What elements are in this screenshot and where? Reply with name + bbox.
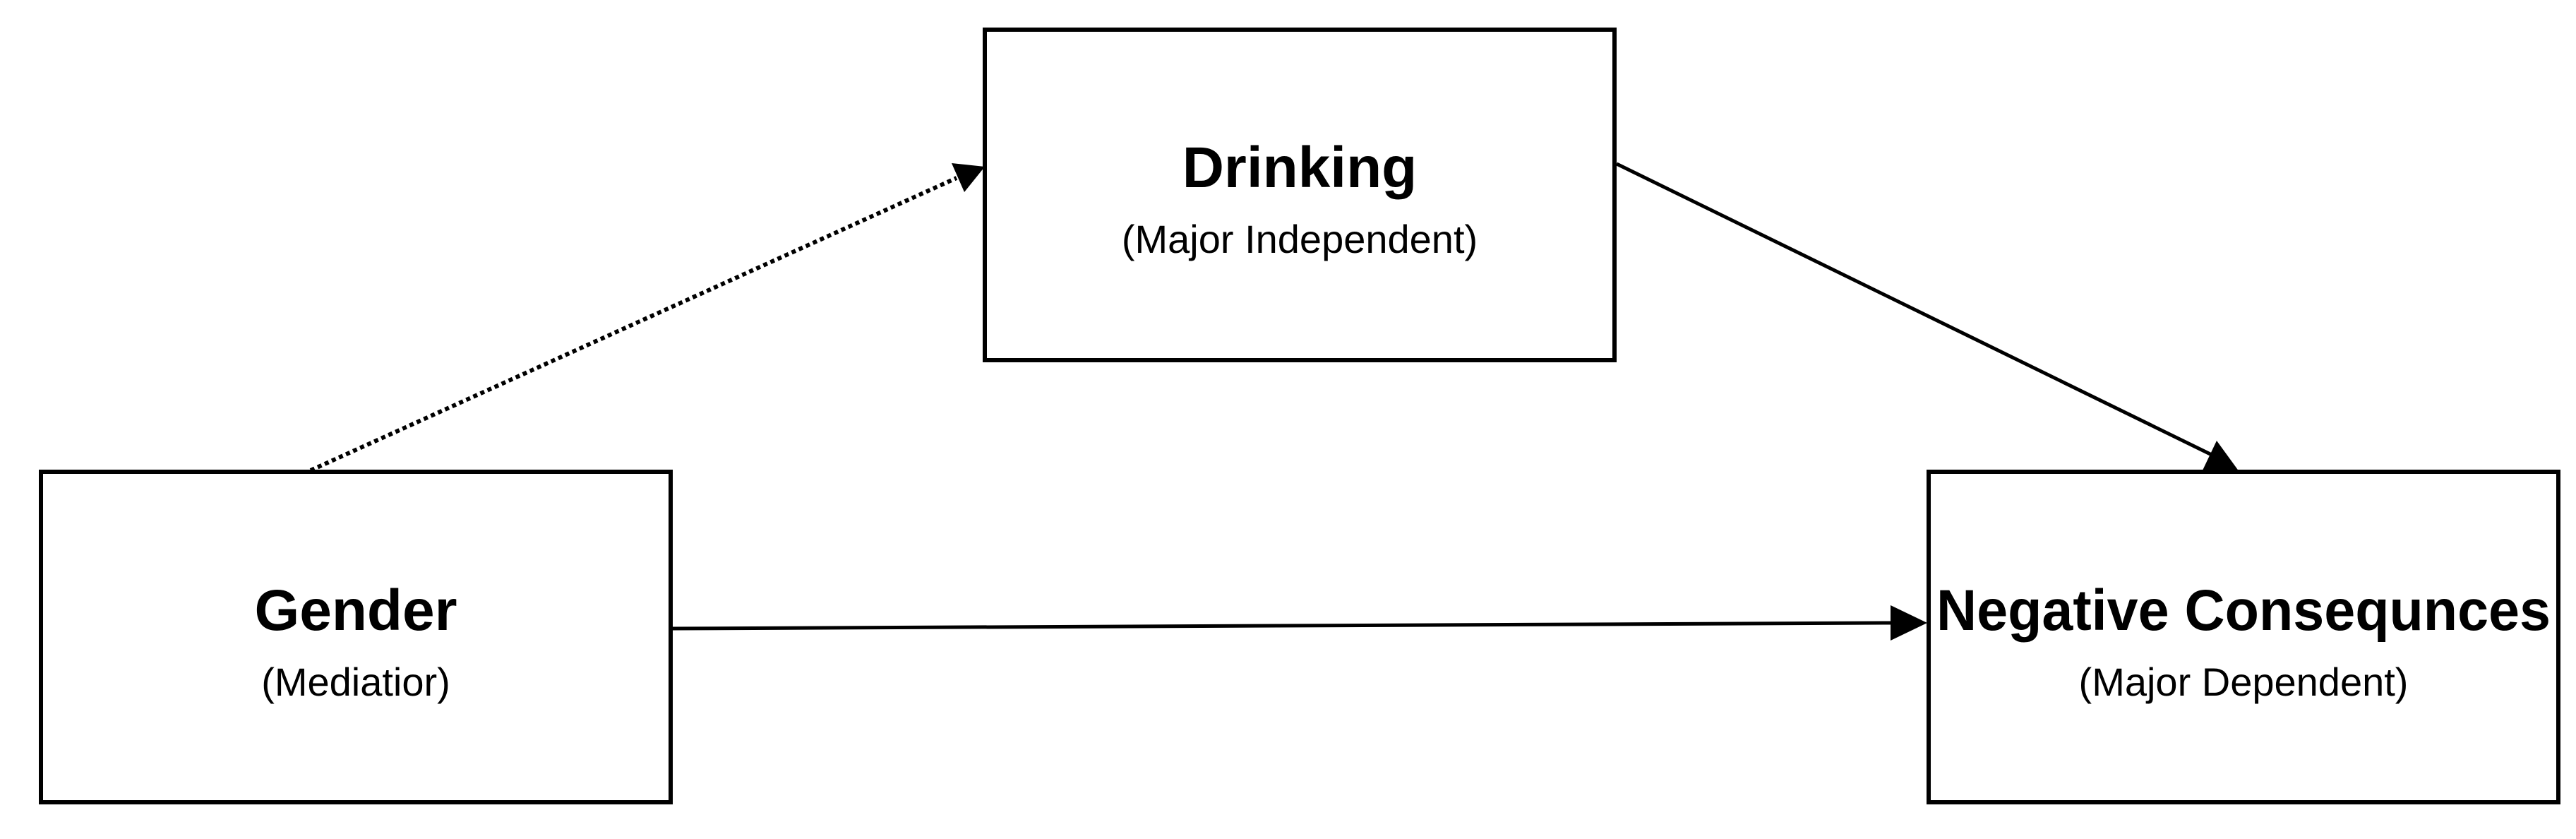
node-gender-box — [39, 470, 673, 804]
node-drinking-box — [983, 28, 1617, 362]
edge-drinking-to-negative-consequences — [1615, 162, 2215, 458]
node-drinking-title: Drinking — [1182, 136, 1418, 200]
arrowhead-gender-to-drinking — [952, 163, 985, 192]
node-negative-consequences-box — [1927, 470, 2560, 804]
node-gender: Gender (Mediatior) — [39, 470, 673, 804]
node-gender-title: Gender — [254, 578, 457, 643]
node-drinking: Drinking (Major Independent) — [983, 28, 1617, 362]
node-negative-consequences-title: Negative Consequnces — [1936, 578, 2551, 643]
arrowhead-drinking-to-negative-consequences — [2203, 441, 2239, 472]
node-drinking-subtitle: (Major Independent) — [1122, 217, 1478, 261]
edge-gender-to-negative-consequences — [671, 621, 1893, 631]
node-negative-consequences: Negative Consequnces (Major Dependent) — [1927, 470, 2560, 804]
arrowhead-gender-to-negative-consequences — [1891, 605, 1927, 641]
edge-gender-to-drinking — [309, 176, 958, 472]
edges — [309, 162, 2239, 641]
node-negative-consequences-subtitle: (Major Dependent) — [2079, 660, 2409, 704]
node-gender-subtitle: (Mediatior) — [261, 660, 450, 704]
